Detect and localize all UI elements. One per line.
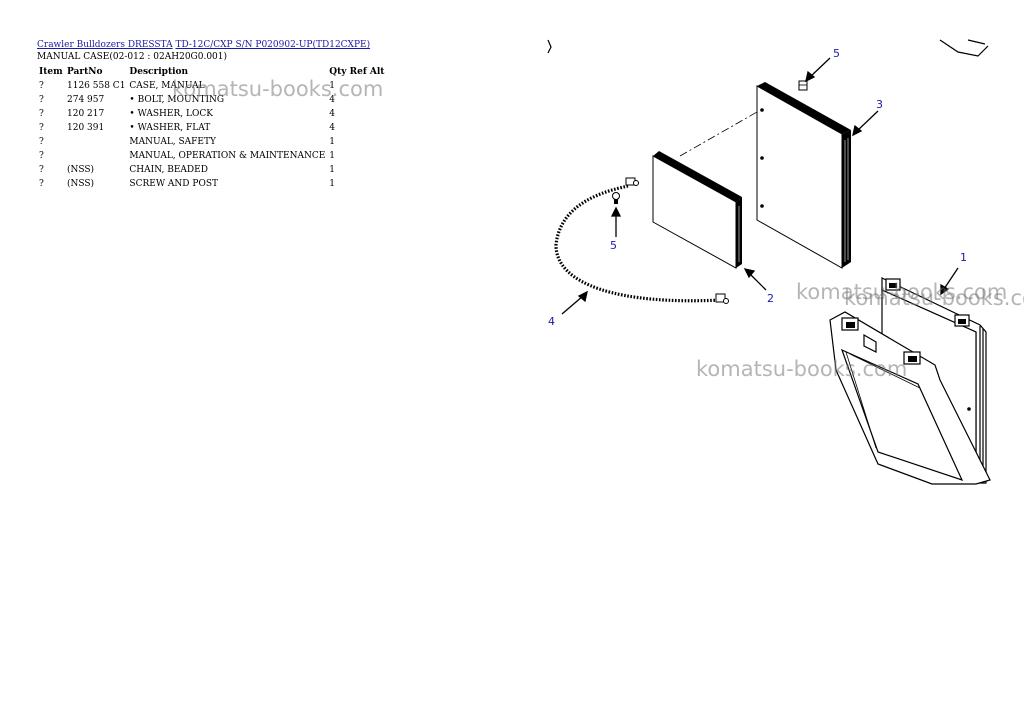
cell-item: ?	[39, 123, 44, 133]
page-title: MANUAL CASE(02-012 : 02AH20G0.001)	[37, 52, 228, 62]
cell-part-no: (NSS)	[67, 179, 95, 189]
cell-part-no: 120 217	[67, 109, 105, 119]
parts-table: Item PartNo Description Qty Ref Alt ? 11…	[37, 66, 386, 192]
manual-case-drawing	[829, 277, 991, 485]
column-header-qty-ref-alt: Qty Ref Alt	[329, 67, 385, 77]
table-header-row: Item PartNo Description Qty Ref Alt	[37, 66, 386, 80]
callout-2: 2	[767, 292, 774, 305]
cell-qty: 1	[329, 151, 336, 161]
table-row: ? (NSS) CHAIN, BEADED 1	[37, 164, 386, 178]
diagram-edge-fragment	[547, 39, 989, 57]
cell-description: • WASHER, FLAT	[129, 123, 211, 133]
cell-part-no: (NSS)	[67, 165, 95, 175]
cell-qty: 4	[329, 109, 336, 119]
cell-description: • WASHER, LOCK	[129, 109, 213, 119]
cell-item: ?	[39, 137, 44, 147]
column-header-item: Item	[39, 67, 63, 77]
cell-item: ?	[39, 109, 44, 119]
safety-manual-drawing	[652, 151, 742, 269]
cell-item: ?	[39, 151, 44, 161]
cell-description: SCREW AND POST	[129, 179, 218, 189]
cell-part-no	[65, 136, 127, 150]
cell-part-no	[65, 150, 127, 164]
cell-item: ?	[39, 81, 44, 91]
breadcrumb: Crawler Bulldozers DRESSTA TD-12C/CXP S/…	[37, 40, 370, 51]
callout-1: 1	[960, 251, 967, 264]
cell-item: ?	[39, 95, 44, 105]
cell-qty: 1	[329, 81, 336, 91]
table-row: ? 274 957 • BOLT, MOUNTING 4	[37, 94, 386, 108]
table-row: ? MANUAL, SAFETY 1	[37, 136, 386, 150]
table-row: ? MANUAL, OPERATION & MAINTENANCE 1	[37, 150, 386, 164]
breadcrumb-link-model[interactable]: TD-12C/CXP S/N P020902-UP(TD12CXPE)	[175, 40, 371, 50]
table-row: ? 120 217 • WASHER, LOCK 4	[37, 108, 386, 122]
screw-post-drawing	[798, 80, 808, 91]
cell-qty: 1	[329, 179, 336, 189]
cell-description: • BOLT, MOUNTING	[129, 95, 225, 105]
callout-5-top: 5	[833, 47, 840, 60]
table-row: ? (NSS) SCREW AND POST 1	[37, 178, 386, 192]
callout-3: 3	[876, 98, 883, 111]
cell-description: MANUAL, SAFETY	[129, 137, 216, 147]
cell-item: ?	[39, 165, 44, 175]
cell-item: ?	[39, 179, 44, 189]
cell-description: CASE, MANUAL	[129, 81, 205, 91]
cell-qty: 1	[329, 137, 336, 147]
operation-maintenance-manual-drawing	[756, 82, 851, 269]
cell-qty: 4	[329, 95, 336, 105]
cell-description: CHAIN, BEADED	[129, 165, 208, 175]
table-row: ? 120 391 • WASHER, FLAT 4	[37, 122, 386, 136]
cell-part-no: 274 957	[67, 95, 105, 105]
column-header-part-no: PartNo	[67, 67, 103, 77]
breadcrumb-link-model-family[interactable]: Crawler Bulldozers DRESSTA	[37, 40, 173, 50]
parts-diagram: 5 3 5 2 4 1	[547, 39, 991, 485]
column-header-description: Description	[129, 67, 189, 77]
assembly-center-line	[679, 111, 758, 157]
callout-4: 4	[548, 315, 555, 328]
chain-end-fitting	[715, 293, 729, 304]
callout-arrows	[561, 57, 959, 315]
screw-post-drawing	[612, 177, 639, 204]
table-row: ? 1126 558 C1 CASE, MANUAL 1	[37, 80, 386, 94]
cell-part-no: 1126 558 C1	[67, 81, 126, 91]
cell-qty: 4	[329, 123, 336, 133]
callout-5-left: 5	[610, 239, 617, 252]
cell-qty: 1	[329, 165, 336, 175]
cell-part-no: 120 391	[67, 123, 105, 133]
cell-description: MANUAL, OPERATION & MAINTENANCE	[129, 151, 326, 161]
